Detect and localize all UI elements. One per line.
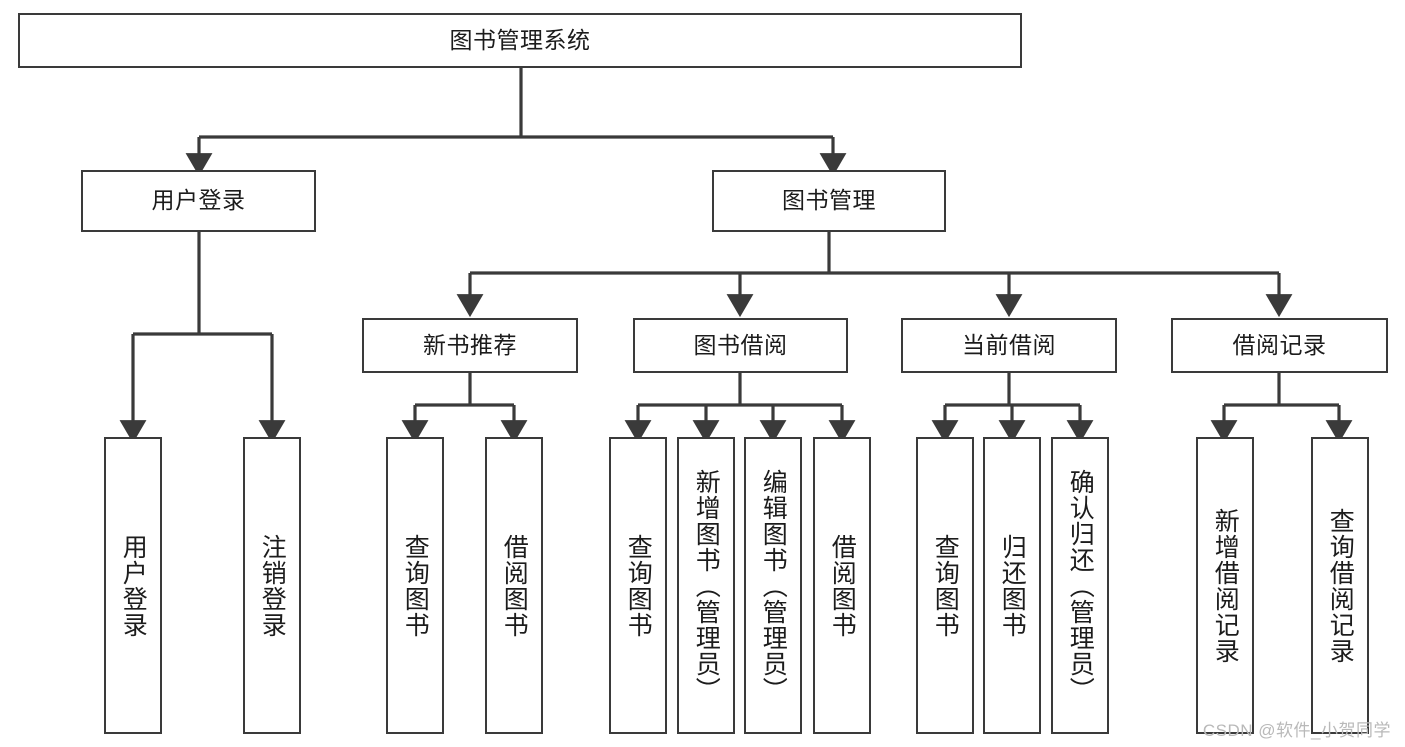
- leaf-recommend-borrow-book[interactable]: 借阅图书: [485, 437, 543, 734]
- node-label: 编辑图书（管理员）: [759, 468, 788, 703]
- leaf-borrow-query-book[interactable]: 查询图书: [609, 437, 667, 734]
- watermark: CSDN @软件_小贺同学: [1202, 721, 1391, 740]
- node-label: 归还图书: [998, 533, 1027, 638]
- node-label: 查询图书: [401, 533, 430, 638]
- node-label: 新增借阅记录: [1211, 507, 1240, 664]
- node-user-login[interactable]: 用户登录: [81, 170, 316, 232]
- leaf-borrow-borrow-book[interactable]: 借阅图书: [813, 437, 871, 734]
- leaf-borrow-add-book-admin[interactable]: 新增图书（管理员）: [677, 437, 735, 734]
- node-label: 借阅图书: [500, 533, 529, 638]
- leaf-recommend-query-book[interactable]: 查询图书: [386, 437, 444, 734]
- node-root-book-management-system[interactable]: 图书管理系统: [18, 13, 1022, 68]
- node-label: 查询图书: [624, 533, 653, 638]
- node-label: 图书管理系统: [449, 26, 591, 53]
- leaf-record-query-borrow-record[interactable]: 查询借阅记录: [1311, 437, 1369, 734]
- node-label: 查询借阅记录: [1326, 507, 1355, 664]
- node-label: 新书推荐: [423, 331, 517, 358]
- node-new-book-recommend[interactable]: 新书推荐: [362, 318, 578, 373]
- leaf-borrow-edit-book-admin[interactable]: 编辑图书（管理员）: [744, 437, 802, 734]
- node-label: 借阅记录: [1232, 331, 1327, 358]
- node-label: 用户登录: [119, 533, 148, 638]
- leaf-user-login[interactable]: 用户登录: [104, 437, 162, 734]
- node-label: 注销登录: [258, 533, 287, 638]
- node-label: 用户登录: [151, 187, 246, 214]
- node-label: 当前借阅: [962, 331, 1056, 358]
- node-label: 借阅图书: [828, 533, 857, 638]
- leaf-current-confirm-return-admin[interactable]: 确认归还（管理员）: [1051, 437, 1109, 734]
- node-label: 确认归还（管理员）: [1066, 468, 1095, 703]
- leaf-user-logout[interactable]: 注销登录: [243, 437, 301, 734]
- leaf-current-return-book[interactable]: 归还图书: [983, 437, 1041, 734]
- leaf-record-add-borrow-record[interactable]: 新增借阅记录: [1196, 437, 1254, 734]
- node-book-management[interactable]: 图书管理: [712, 170, 946, 232]
- node-label: 图书管理: [782, 187, 876, 214]
- node-book-borrow[interactable]: 图书借阅: [633, 318, 848, 373]
- node-current-borrow[interactable]: 当前借阅: [901, 318, 1117, 373]
- node-label: 新增图书（管理员）: [692, 468, 721, 703]
- node-label: 查询图书: [931, 533, 960, 638]
- node-label: 图书借阅: [693, 331, 788, 358]
- leaf-current-query-book[interactable]: 查询图书: [916, 437, 974, 734]
- node-borrow-record[interactable]: 借阅记录: [1171, 318, 1388, 373]
